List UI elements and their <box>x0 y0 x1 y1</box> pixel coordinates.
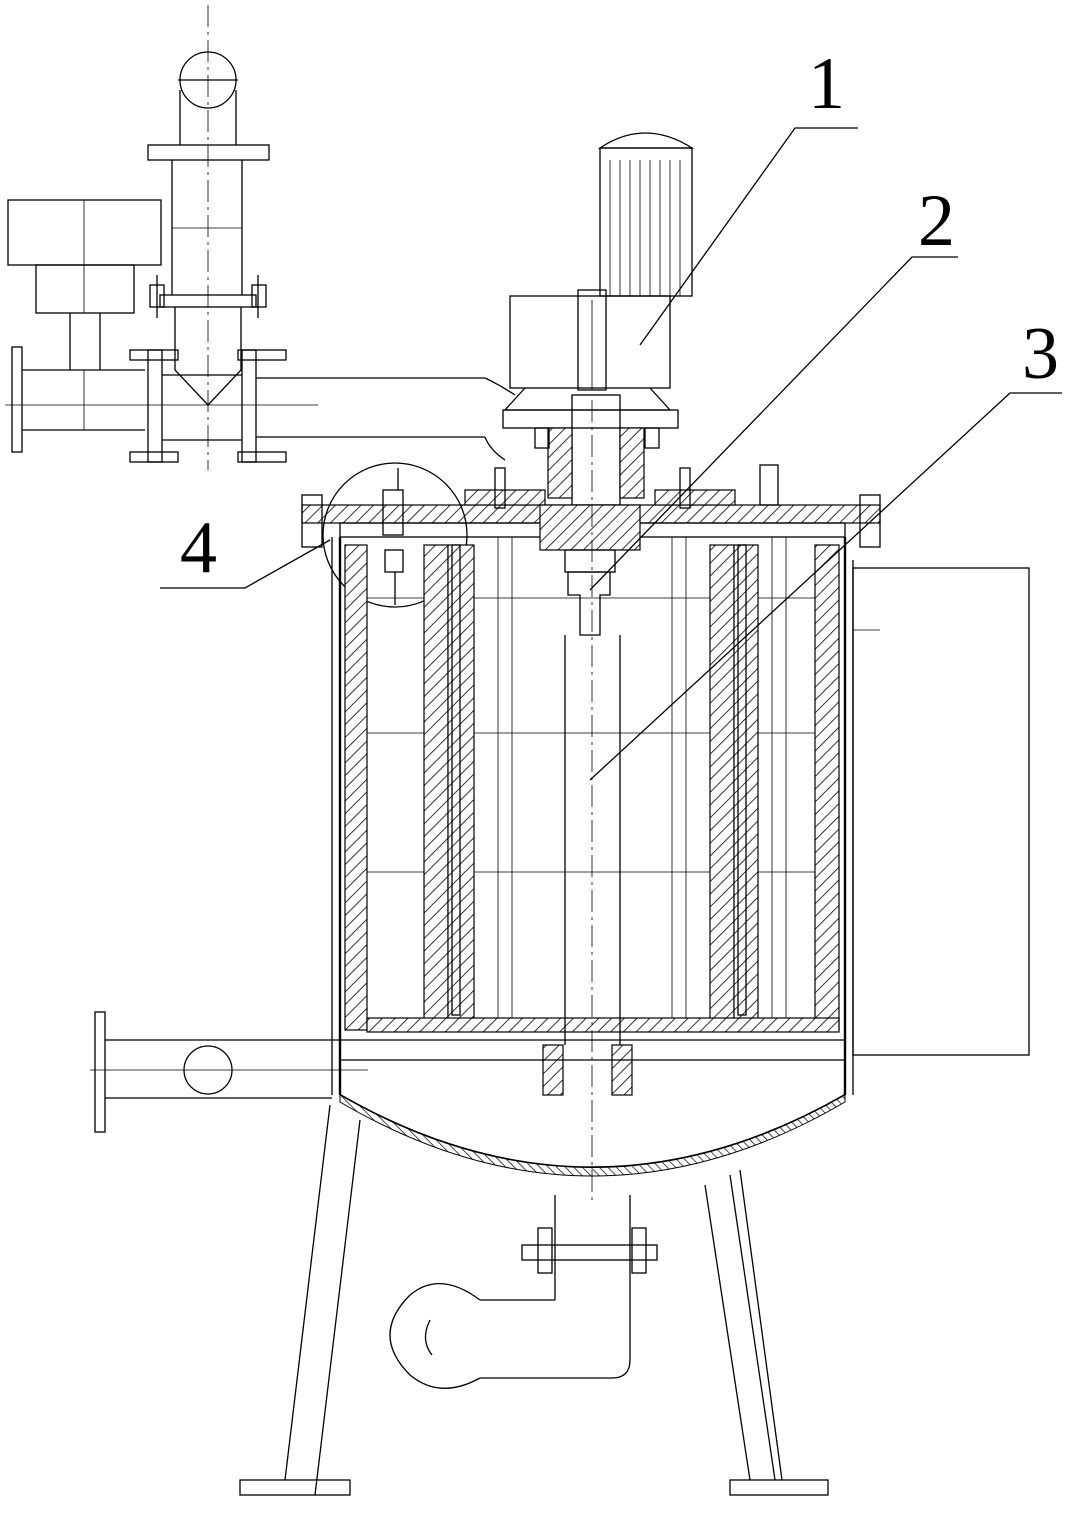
callout-label-2: 2 <box>918 180 955 262</box>
tank-shell <box>331 537 1030 1177</box>
tank-lid <box>301 464 881 636</box>
bottom-drain-piping <box>389 1195 658 1389</box>
filter-baskets <box>344 537 840 1033</box>
support-legs <box>239 1104 829 1496</box>
callout-label-1: 1 <box>808 43 845 125</box>
side-outlet-nozzle <box>90 1011 368 1133</box>
callout-2: 2 <box>589 180 958 591</box>
motor-drive-assembly <box>502 132 695 506</box>
central-shaft <box>340 400 845 1200</box>
callout-4: 4 <box>160 507 331 589</box>
callout-label-3: 3 <box>1022 313 1059 395</box>
inlet-piping-assembly <box>5 5 516 470</box>
callout-1: 1 <box>639 43 858 346</box>
sensor-detail-4 <box>322 462 468 608</box>
callout-label-4: 4 <box>180 507 217 589</box>
callout-3: 3 <box>589 313 1062 781</box>
